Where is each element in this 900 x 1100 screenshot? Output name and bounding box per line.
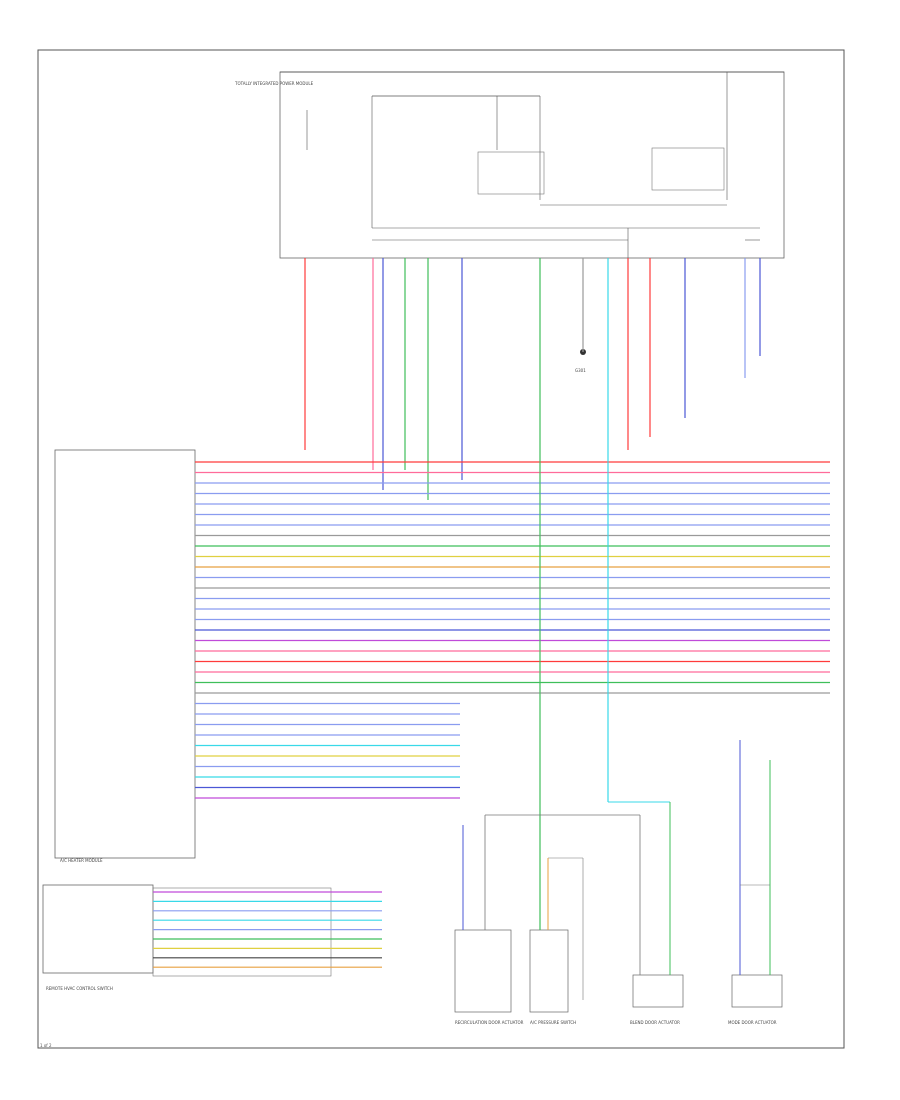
component-wires xyxy=(462,258,771,1000)
fuse-box: TOTALLY INTEGRATED POWER MODULE xyxy=(234,71,785,259)
panel-wires xyxy=(153,891,382,968)
component-label-4: MODE DOOR ACTUATOR xyxy=(728,1020,777,1025)
diagram-frame xyxy=(37,49,845,1049)
hvac-module: A/C HEATER MODULE xyxy=(54,449,196,863)
footer-code: 1 of 2 xyxy=(40,1043,52,1048)
horizontal-wires xyxy=(195,461,830,799)
vertical-wires xyxy=(304,258,761,930)
fuse-box-label: TOTALLY INTEGRATED POWER MODULE xyxy=(234,81,314,86)
recirculation-door-actuator xyxy=(454,929,512,1013)
components: RECIRCULATION DOOR ACTUATOR A/C PRESSURE… xyxy=(454,929,783,1025)
ground-g301: G301 xyxy=(575,349,586,373)
blend-door-actuator xyxy=(632,974,684,1008)
component-label-2: A/C PRESSURE SWITCH xyxy=(530,1020,576,1025)
ground-label: G301 xyxy=(575,368,586,373)
component-label-3: BLEND DOOR ACTUATOR xyxy=(630,1020,680,1025)
component-label-1: RECIRCULATION DOOR ACTUATOR xyxy=(455,1020,524,1025)
module-label: A/C HEATER MODULE xyxy=(60,858,103,863)
mode-door-actuator xyxy=(731,974,783,1008)
panel-label: REMOTE HVAC CONTROL SWITCH xyxy=(46,986,113,991)
ac-pressure-switch xyxy=(529,929,569,1013)
